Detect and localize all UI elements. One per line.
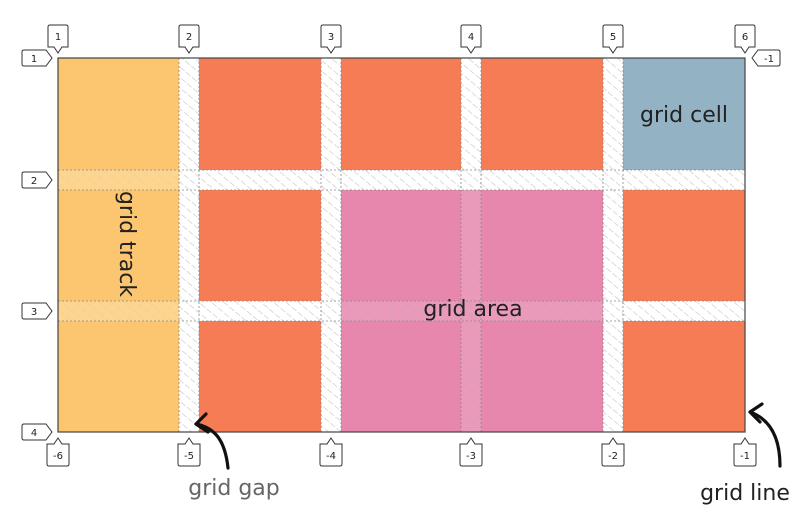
grid-layer xyxy=(57,57,746,433)
grid-area-gap-hatch xyxy=(341,301,603,321)
grid-cell xyxy=(481,58,603,170)
column-line-number-bottom: -6 xyxy=(53,451,63,462)
grid-cell xyxy=(199,58,321,170)
column-line-number-bottom-marker xyxy=(177,437,201,467)
grid-cell xyxy=(341,58,461,170)
column-line-number-top: 1 xyxy=(55,32,61,43)
row-line-number-left-marker xyxy=(21,423,53,441)
column-line-number-top-marker xyxy=(734,24,756,54)
grid-area-label: grid area xyxy=(423,297,522,322)
grid-cell-highlight xyxy=(623,58,745,170)
grid-cell-label: grid cell xyxy=(640,103,728,128)
column-line-number-top-marker xyxy=(460,24,482,54)
column-line-number-bottom: -2 xyxy=(608,451,618,462)
row-line-number-left: 3 xyxy=(31,307,37,318)
column-line-number-top: 4 xyxy=(468,32,474,43)
column-line-number-bottom-marker xyxy=(459,437,483,467)
column-line-number-bottom-marker xyxy=(46,437,70,467)
line-number-labels: 1 2 3 4 5 6 -6 -5 -4 -3 -2 -1 1 2 3 4 -1 xyxy=(21,24,781,467)
grid-track-gap-hatch xyxy=(58,170,179,190)
grid-cell xyxy=(623,321,745,432)
grid-track-column xyxy=(58,58,179,432)
grid-track-label: grid track xyxy=(114,191,139,297)
column-line-number-top: 2 xyxy=(186,32,192,43)
column-line-number-top: 6 xyxy=(742,32,748,43)
grid-container-border xyxy=(57,57,746,433)
column-line-number-bottom-marker xyxy=(601,437,625,467)
column-line-number-top-marker xyxy=(602,24,624,54)
grid-gap-caption: grid gap xyxy=(188,476,280,501)
row-line-number-left: 1 xyxy=(31,54,37,65)
row-line-number-right-marker xyxy=(751,49,781,67)
grid-cell xyxy=(199,190,321,301)
row-line-number-left: 2 xyxy=(31,176,37,187)
column-line-number-bottom-marker xyxy=(319,437,343,467)
row-line-number-left: 4 xyxy=(31,428,37,439)
column-line-number-bottom: -3 xyxy=(466,451,476,462)
column-line-number-top: 5 xyxy=(610,32,616,43)
grid-cell xyxy=(199,321,321,432)
grid-cell xyxy=(623,190,745,301)
column-line-number-top-marker xyxy=(47,24,69,54)
grid-line-arrow xyxy=(748,402,782,468)
grid-gap-arrow xyxy=(194,412,230,470)
column-line-number-bottom-marker xyxy=(733,437,757,467)
column-line-number-bottom: -4 xyxy=(326,451,336,462)
column-line-number-bottom: -1 xyxy=(740,451,750,462)
column-line-number-bottom: -5 xyxy=(184,451,194,462)
row-line-number-left-marker xyxy=(21,49,53,67)
row-line-number-left-marker xyxy=(21,171,53,189)
column-line-number-top: 3 xyxy=(328,32,334,43)
column-line-number-top-marker xyxy=(320,24,342,54)
grid-track-gap-hatch xyxy=(58,301,179,321)
column-line-number-top-marker xyxy=(178,24,200,54)
row-line-number-right: -1 xyxy=(764,54,774,65)
row-line-number-left-marker xyxy=(21,302,53,320)
grid-line-caption: grid line xyxy=(700,481,790,506)
